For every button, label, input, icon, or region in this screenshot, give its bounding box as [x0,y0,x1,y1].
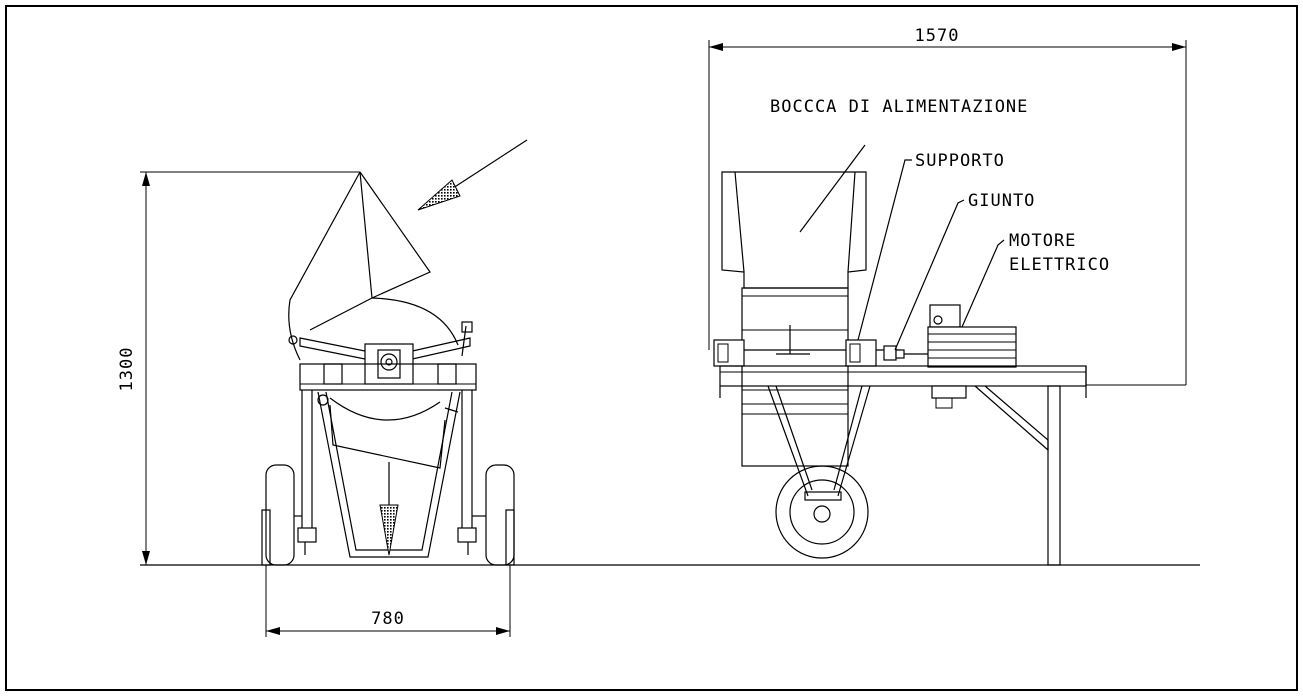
dimension-length-label: 1570 [915,26,960,46]
dimension-length [708,40,1187,386]
label-coupling: GIUNTO [968,191,1035,211]
label-feed-mouth: BOCCCA DI ALIMENTAZIONE [770,97,1028,117]
label-support: SUPPORTO [915,151,1005,171]
label-motor-line2: ELETTRICO [1009,255,1110,275]
dimension-width [265,565,511,637]
dimension-height [140,171,360,565]
drawing-frame [5,5,1298,691]
side-view [713,144,1087,566]
dimension-width-label: 780 [371,609,405,629]
dimension-height-label: 1300 [117,347,137,392]
label-motor-line1: MOTORE [1009,231,1076,251]
front-view [261,139,528,566]
